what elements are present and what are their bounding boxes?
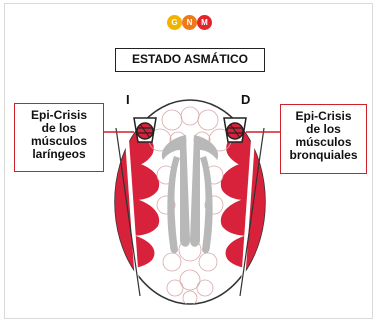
callout-left-line: Epi-Crisis	[30, 108, 87, 122]
callout-left-line: músculos	[30, 134, 87, 148]
diagram-title: ESTADO ASMÁTICO	[115, 48, 265, 72]
logo-dot-n: N	[182, 15, 197, 30]
callout-right-line: Epi-Crisis	[295, 109, 352, 123]
right-edge-gap	[240, 122, 263, 298]
target-marker-left	[133, 117, 157, 143]
logo-dot-g: G	[167, 15, 182, 30]
side-label-left: I	[126, 92, 130, 107]
left-edge-gap	[117, 122, 140, 298]
left-edge-line	[115, 127, 141, 297]
slide-frame	[4, 3, 373, 319]
logo-dot-m: M	[197, 15, 212, 30]
callout-left-line: de los	[41, 121, 77, 135]
callout-right-line: bronquiales	[289, 148, 358, 162]
callout-right-line: músculos	[295, 135, 352, 149]
right-edge-line	[239, 127, 265, 297]
gnm-logo: G N M	[167, 15, 213, 33]
side-label-right: D	[241, 92, 251, 107]
callout-left-line: laríngeos	[32, 147, 86, 161]
target-marker-right	[223, 117, 247, 143]
callout-right: Epi-Crisis de los músculos bronquiales	[280, 104, 367, 174]
callout-right-line: de los	[306, 122, 341, 136]
callout-left: Epi-Crisis de los músculos laríngeos	[14, 103, 104, 172]
ventricles	[161, 135, 219, 254]
inner-relay-circles	[148, 106, 232, 304]
